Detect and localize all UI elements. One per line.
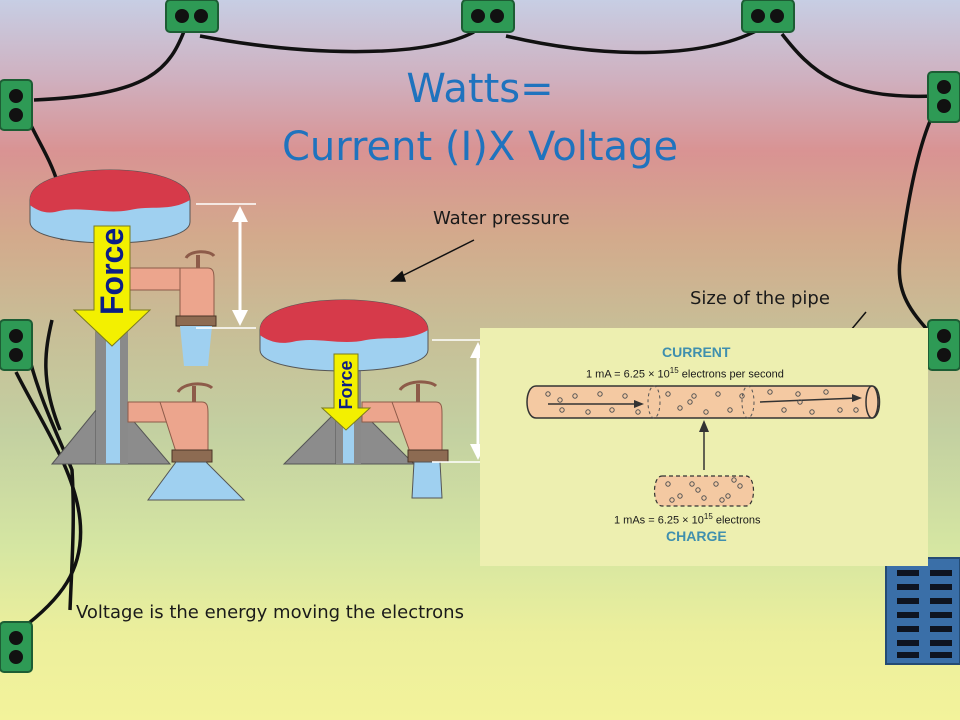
inset-panel xyxy=(480,328,928,566)
slide-title-line2: Current (I)X Voltage xyxy=(281,124,679,170)
large-water-tower xyxy=(29,169,256,501)
small-water-tower xyxy=(259,299,500,499)
inset-current-definition: 1 mA = 6.25 × 1015 electrons per second xyxy=(586,366,784,381)
connector-top-3 xyxy=(741,0,795,33)
force-label-small: Force xyxy=(336,360,356,410)
connector-left-1 xyxy=(0,79,33,131)
connector-block-right xyxy=(885,557,960,665)
connector-left-2 xyxy=(0,319,33,371)
wires xyxy=(14,25,938,632)
connector-left-3 xyxy=(0,621,33,673)
connector-top-2 xyxy=(461,0,515,33)
connector-right-2 xyxy=(927,319,960,371)
water-pressure-label: Water pressure xyxy=(433,208,570,229)
pipe-size-label: Size of the pipe xyxy=(690,288,830,309)
inset-charge-heading: CHARGE xyxy=(666,528,727,544)
voltage-caption: Voltage is the energy moving the electro… xyxy=(76,602,464,623)
inset-current-heading: CURRENT xyxy=(662,344,731,360)
connector-top-1 xyxy=(165,0,219,33)
inset-charge-definition: 1 mAs = 6.25 × 1015 electrons xyxy=(614,512,761,527)
slide-title-line1: Watts= xyxy=(406,66,554,112)
connector-right-1 xyxy=(927,71,960,123)
force-label-large: Force xyxy=(94,227,130,315)
